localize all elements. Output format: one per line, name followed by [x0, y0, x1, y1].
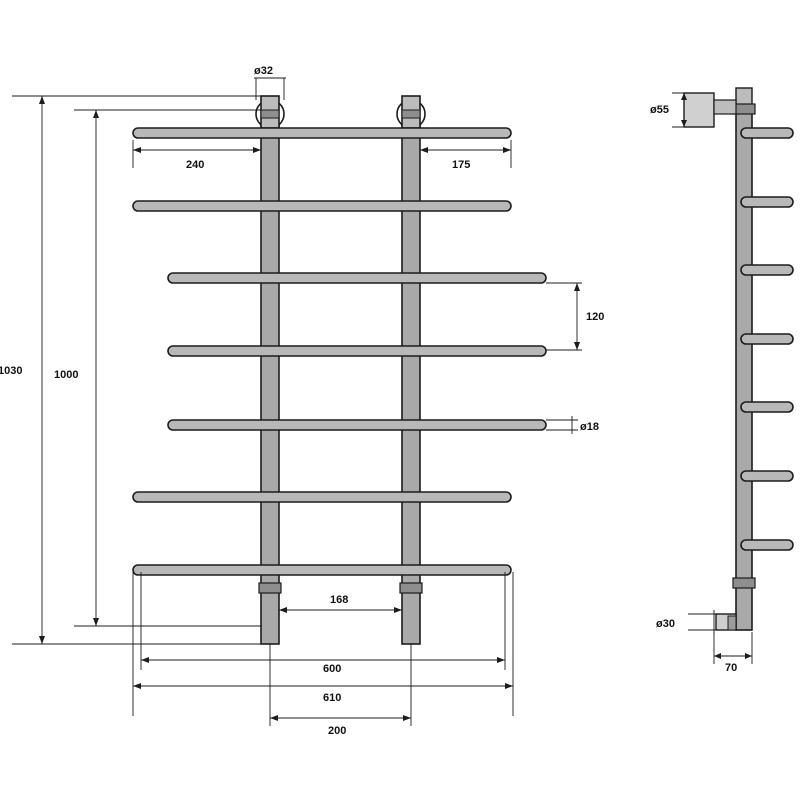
total-height-label: 1030 — [0, 365, 22, 377]
front-dimensions: 1030 1000 ø32 240 175 120 — [0, 65, 604, 737]
side-bar-5 — [740, 401, 794, 413]
side-bar-2 — [740, 196, 794, 208]
side-top-wall-fitting — [683, 92, 715, 128]
bar-length-label: 600 — [323, 663, 341, 675]
left-top-mount — [255, 95, 285, 129]
side-bar-4 — [740, 333, 794, 345]
overall-width-label: 610 — [323, 692, 341, 704]
rail-bar-7 — [132, 564, 512, 576]
side-bar-6 — [740, 470, 794, 482]
left-bottom-collar — [258, 582, 282, 594]
rail-bar-5 — [167, 419, 547, 431]
right-bottom-collar — [399, 582, 423, 594]
side-dimensions: ø55 ø30 70 — [650, 92, 753, 674]
bar-spacing-label: 120 — [586, 311, 604, 323]
rail-bar-3 — [167, 272, 547, 284]
bottom-fitting-diameter-label: ø30 — [656, 618, 675, 630]
rail-bar-1 — [132, 127, 512, 139]
left-overhang-label: 240 — [186, 159, 204, 171]
rail-bar-4 — [167, 345, 547, 357]
right-top-mount — [396, 95, 426, 129]
post-spacing-label: 200 — [328, 725, 346, 737]
depth-label: 70 — [725, 662, 737, 674]
side-bar-3 — [740, 264, 794, 276]
side-post — [735, 109, 753, 631]
axis-height-label: 1000 — [54, 369, 78, 381]
side-bar-1 — [740, 127, 794, 139]
bar-diameter-label: ø18 — [580, 421, 599, 433]
side-bar-7 — [740, 539, 794, 551]
mount-diameter-label: ø32 — [254, 65, 273, 77]
front-view — [132, 95, 547, 645]
side-view — [683, 87, 794, 631]
rail-bar-2 — [132, 200, 512, 212]
inner-gap-label: 168 — [330, 594, 348, 606]
side-bottom-collar — [732, 577, 756, 589]
top-fitting-diameter-label: ø55 — [650, 104, 669, 116]
rail-bar-6 — [132, 491, 512, 503]
right-overhang-label: 175 — [452, 159, 470, 171]
